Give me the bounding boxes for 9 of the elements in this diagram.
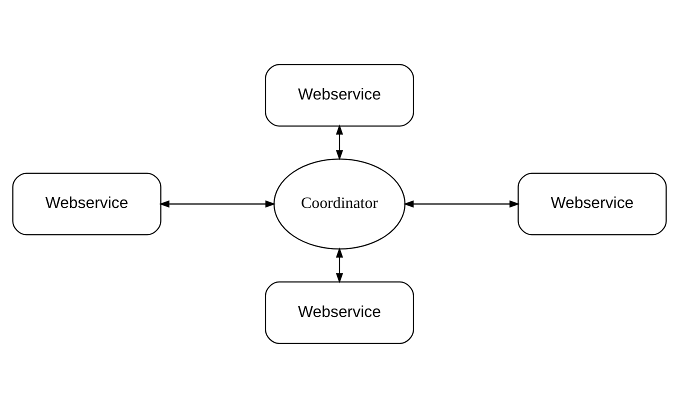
arrow — [336, 247, 344, 284]
arrow — [403, 200, 520, 208]
arrow — [159, 200, 276, 208]
node-ellipse: Coordinator — [273, 158, 406, 250]
arrow — [336, 124, 344, 160]
node-box: Webservice — [12, 172, 162, 236]
node-box: Webservice — [518, 172, 667, 236]
node-box: Webservice — [264, 64, 414, 127]
node-box: Webservice — [264, 281, 414, 344]
